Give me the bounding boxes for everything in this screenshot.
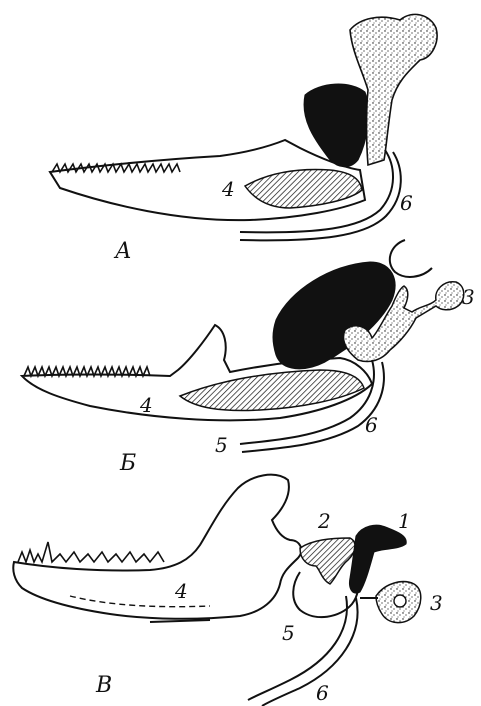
panel-b-number-3: 3 — [462, 285, 475, 309]
panel-a-number-6: 6 — [400, 191, 413, 215]
panel-c-number-5: 5 — [282, 621, 295, 645]
panel-c-number-1: 1 — [398, 509, 411, 533]
panel-c-incus — [300, 538, 355, 584]
panel-b-label: Б — [119, 451, 136, 476]
panel-c-number-6: 6 — [316, 681, 329, 705]
panel-c-dentary — [13, 475, 301, 619]
panel-b: 4 5 6 3 Б — [22, 240, 475, 476]
panel-b-number-4: 4 — [139, 393, 153, 417]
panel-c: 4 5 6 1 2 3 В — [13, 475, 442, 706]
panel-a: 4 6 А — [50, 14, 437, 264]
panel-a-label: А — [113, 239, 132, 264]
panel-c-rod — [248, 596, 347, 700]
panel-c-rod-inner — [262, 598, 358, 706]
panel-a-number-4: 4 — [221, 177, 235, 201]
panel-b-number-6: 6 — [365, 413, 378, 437]
panel-c-number-4: 4 — [174, 579, 188, 603]
panel-c-number-2: 2 — [317, 509, 331, 533]
panel-b-number-5: 5 — [215, 433, 228, 457]
panel-c-label: В — [95, 673, 112, 698]
panel-c-number-3: 3 — [430, 591, 443, 615]
panel-c-stapes-hole — [394, 595, 406, 607]
panel-b-arc — [390, 240, 432, 277]
panel-c-base-line — [150, 620, 210, 622]
panel-c-teeth — [18, 542, 164, 562]
